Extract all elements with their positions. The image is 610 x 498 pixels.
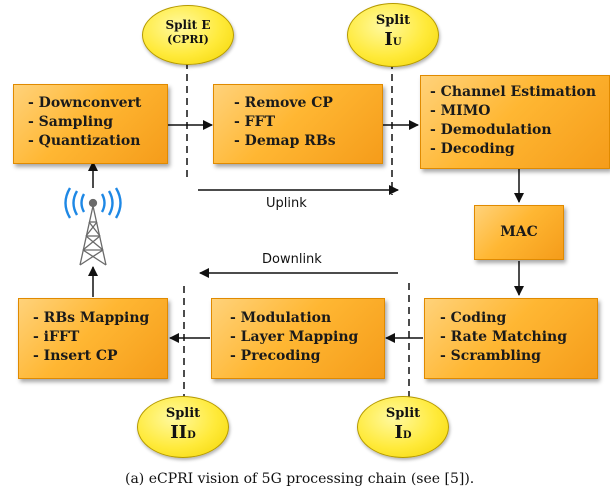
split-iu-oval: Split IU	[347, 3, 439, 67]
split-iid-symbol: IID	[170, 422, 196, 443]
split-id-label: Split	[385, 406, 421, 421]
downlink-label: Downlink	[262, 252, 322, 267]
phy-uplink-list: - Channel Estimation - MIMO - Demodulati…	[430, 83, 596, 159]
ofdm-uplink-item: - FFT	[234, 114, 275, 130]
split-iu-symbol: IU	[384, 29, 402, 50]
ofdm-downlink-list: - RBs Mapping - iFFT - Insert CP	[33, 309, 149, 366]
rf-processing-list: - Downconvert - Sampling - Quantization	[28, 94, 141, 151]
ofdm-uplink-item: - Remove CP	[234, 95, 333, 111]
phy-uplink-item: - Channel Estimation	[430, 84, 597, 100]
modulation-box: - Modulation - Layer Mapping - Precoding	[211, 298, 385, 379]
ofdm-downlink-item: - Insert CP	[33, 348, 118, 364]
modulation-list: - Modulation - Layer Mapping - Precoding	[230, 309, 358, 366]
ofdm-downlink-item: - RBs Mapping	[33, 310, 150, 326]
rf-item: - Downconvert	[28, 95, 142, 111]
split-iu-label: Split	[375, 13, 411, 28]
split-iid-oval: Split IID	[137, 396, 229, 458]
phy-uplink-item: - MIMO	[430, 103, 491, 119]
modulation-item: - Precoding	[230, 348, 321, 364]
phy-downlink-item: - Scrambling	[440, 348, 541, 364]
ofdm-uplink-box: - Remove CP - FFT - Demap RBs	[213, 84, 383, 164]
phy-uplink-box: - Channel Estimation - MIMO - Demodulati…	[420, 75, 610, 169]
rf-item: - Sampling	[28, 114, 114, 130]
ofdm-uplink-list: - Remove CP - FFT - Demap RBs	[234, 94, 336, 151]
split-id-oval: Split ID	[357, 396, 449, 458]
split-iid-label: Split	[165, 406, 201, 421]
phy-downlink-item: - Rate Matching	[440, 329, 567, 345]
ofdm-downlink-item: - iFFT	[33, 329, 80, 345]
antenna-tower-icon	[64, 187, 122, 266]
phy-uplink-item: - Decoding	[430, 141, 515, 157]
figure-caption: (a) eCPRI vision of 5G processing chain …	[125, 471, 475, 487]
ofdm-downlink-box: - RBs Mapping - iFFT - Insert CP	[18, 298, 168, 379]
phy-downlink-box: - Coding - Rate Matching - Scrambling	[424, 298, 598, 379]
split-e-oval: Split E (CPRI)	[142, 5, 234, 65]
rf-processing-box: - Downconvert - Sampling - Quantization	[13, 84, 168, 164]
ofdm-uplink-item: - Demap RBs	[234, 133, 336, 149]
uplink-label: Uplink	[266, 196, 307, 211]
split-e-sublabel: (CPRI)	[167, 33, 209, 46]
split-e-label: Split E	[165, 18, 211, 32]
phy-downlink-item: - Coding	[440, 310, 507, 326]
modulation-item: - Modulation	[230, 310, 332, 326]
split-id-symbol: ID	[394, 422, 412, 443]
rf-item: - Quantization	[28, 133, 141, 149]
modulation-item: - Layer Mapping	[230, 329, 359, 345]
phy-uplink-item: - Demodulation	[430, 122, 552, 138]
mac-label: MAC	[500, 224, 538, 240]
mac-box: MAC	[474, 205, 564, 260]
phy-downlink-list: - Coding - Rate Matching - Scrambling	[440, 309, 567, 366]
